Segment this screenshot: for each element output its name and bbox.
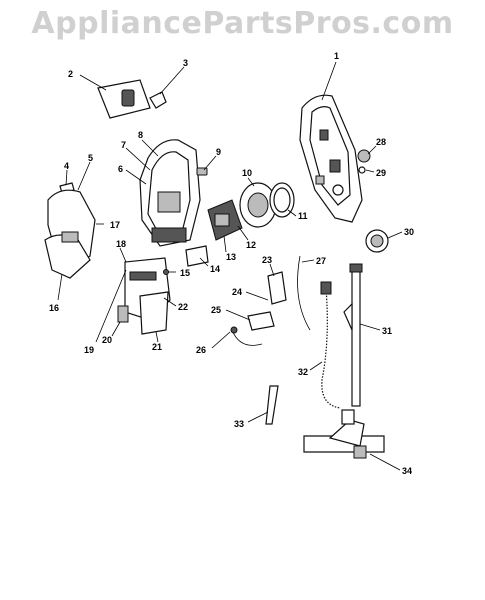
callout-23: 23 (262, 255, 272, 265)
part-11-gasket-ring[interactable] (269, 182, 295, 218)
part-31-wand[interactable] (343, 263, 363, 407)
callout-3: 3 (183, 58, 188, 68)
callout-31: 31 (382, 326, 392, 336)
callout-10: 10 (242, 168, 252, 178)
part-6-front-housing[interactable] (139, 139, 201, 247)
callout-11: 11 (298, 211, 308, 221)
part-33-crevice-tool[interactable] (265, 385, 279, 425)
part-1-rear-housing[interactable] (299, 94, 363, 223)
callout-15: 15 (180, 268, 190, 278)
part-3-latch[interactable] (149, 91, 167, 109)
part-25-switch-plate[interactable] (247, 311, 275, 331)
part-2-filter-door[interactable] (97, 79, 151, 119)
callout-26: 26 (196, 345, 206, 355)
part-20-hose-cuff[interactable] (117, 305, 129, 323)
callout-29: 29 (376, 168, 386, 178)
callout-13: 13 (226, 252, 236, 262)
callout-28: 28 (376, 137, 386, 147)
callout-14: 14 (210, 264, 220, 274)
callout-20: 20 (102, 335, 112, 345)
callout-12: 12 (246, 240, 256, 250)
watermark-logo: AppliancePartsPros.com (31, 6, 454, 41)
callout-16: 16 (49, 303, 59, 313)
callout-17: 17 (110, 220, 120, 230)
callout-6: 6 (118, 164, 123, 174)
part-26-wire-harness[interactable] (230, 326, 263, 346)
callout-7: 7 (121, 140, 126, 150)
callout-1: 1 (334, 51, 339, 61)
callout-22: 22 (178, 302, 188, 312)
callout-21: 21 (152, 342, 162, 352)
part-27-cord[interactable] (297, 255, 311, 331)
callout-27: 27 (316, 256, 326, 266)
callout-9: 9 (216, 147, 221, 157)
callout-24: 24 (232, 287, 242, 297)
callout-18: 18 (116, 239, 126, 249)
callout-labels: 2 3 1 4 5 8 7 6 9 10 11 12 13 14 15 16 1… (49, 51, 414, 476)
part-32-hose[interactable] (319, 281, 341, 410)
part-29-screw[interactable] (358, 166, 366, 174)
part-15-screw[interactable] (163, 269, 169, 275)
callout-4: 4 (64, 161, 69, 171)
callout-19: 19 (84, 345, 94, 355)
part-21-cover[interactable] (139, 291, 169, 335)
callout-2: 2 (68, 69, 73, 79)
part-28-hub[interactable] (357, 149, 371, 163)
callout-25: 25 (211, 305, 221, 315)
callout-32: 32 (298, 367, 308, 377)
callout-8: 8 (138, 130, 143, 140)
part-30-wheel[interactable] (365, 229, 389, 253)
part-9-clip[interactable] (196, 167, 208, 176)
part-16-handle-body[interactable] (44, 189, 96, 279)
callout-30: 30 (404, 227, 414, 237)
part-23-switch[interactable] (267, 271, 287, 305)
part-34-floor-nozzle[interactable] (303, 409, 385, 459)
part-10-motor[interactable] (239, 182, 277, 228)
part-13-motor-mount[interactable] (207, 199, 243, 241)
callout-34: 34 (402, 466, 412, 476)
callout-33: 33 (234, 419, 244, 429)
callout-5: 5 (88, 153, 93, 163)
leader-lines (57, 61, 403, 471)
